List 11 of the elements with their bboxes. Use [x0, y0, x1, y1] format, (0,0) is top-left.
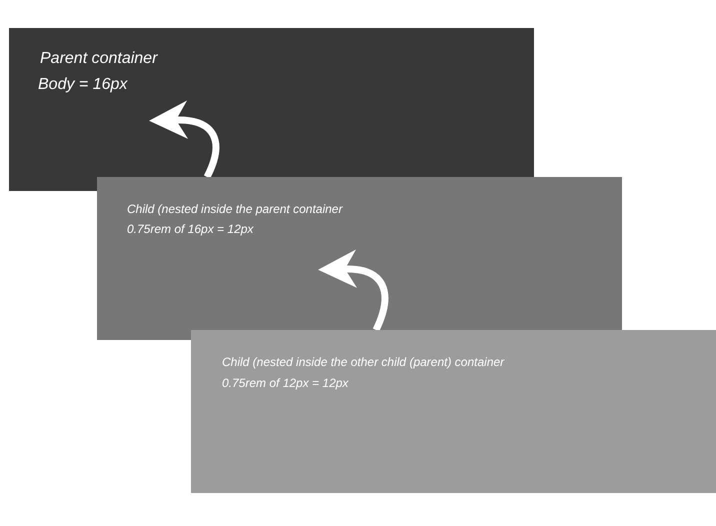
panel-text: Body = 16px — [38, 76, 128, 94]
container-panel — [191, 330, 716, 493]
container-panel — [9, 28, 534, 191]
panel-heading: Parent container — [40, 50, 158, 68]
container-panel — [97, 177, 622, 340]
curved-arrow — [149, 101, 220, 178]
panel-heading: Child (nested inside the other child (parent) container — [222, 355, 504, 369]
curved-arrow — [318, 250, 388, 332]
panel-heading: Child (nested inside the parent container — [127, 202, 342, 216]
panel-text: 0.75rem of 16px = 12px — [127, 222, 254, 236]
panel-text: 0.75rem of 12px = 12px — [222, 376, 348, 390]
